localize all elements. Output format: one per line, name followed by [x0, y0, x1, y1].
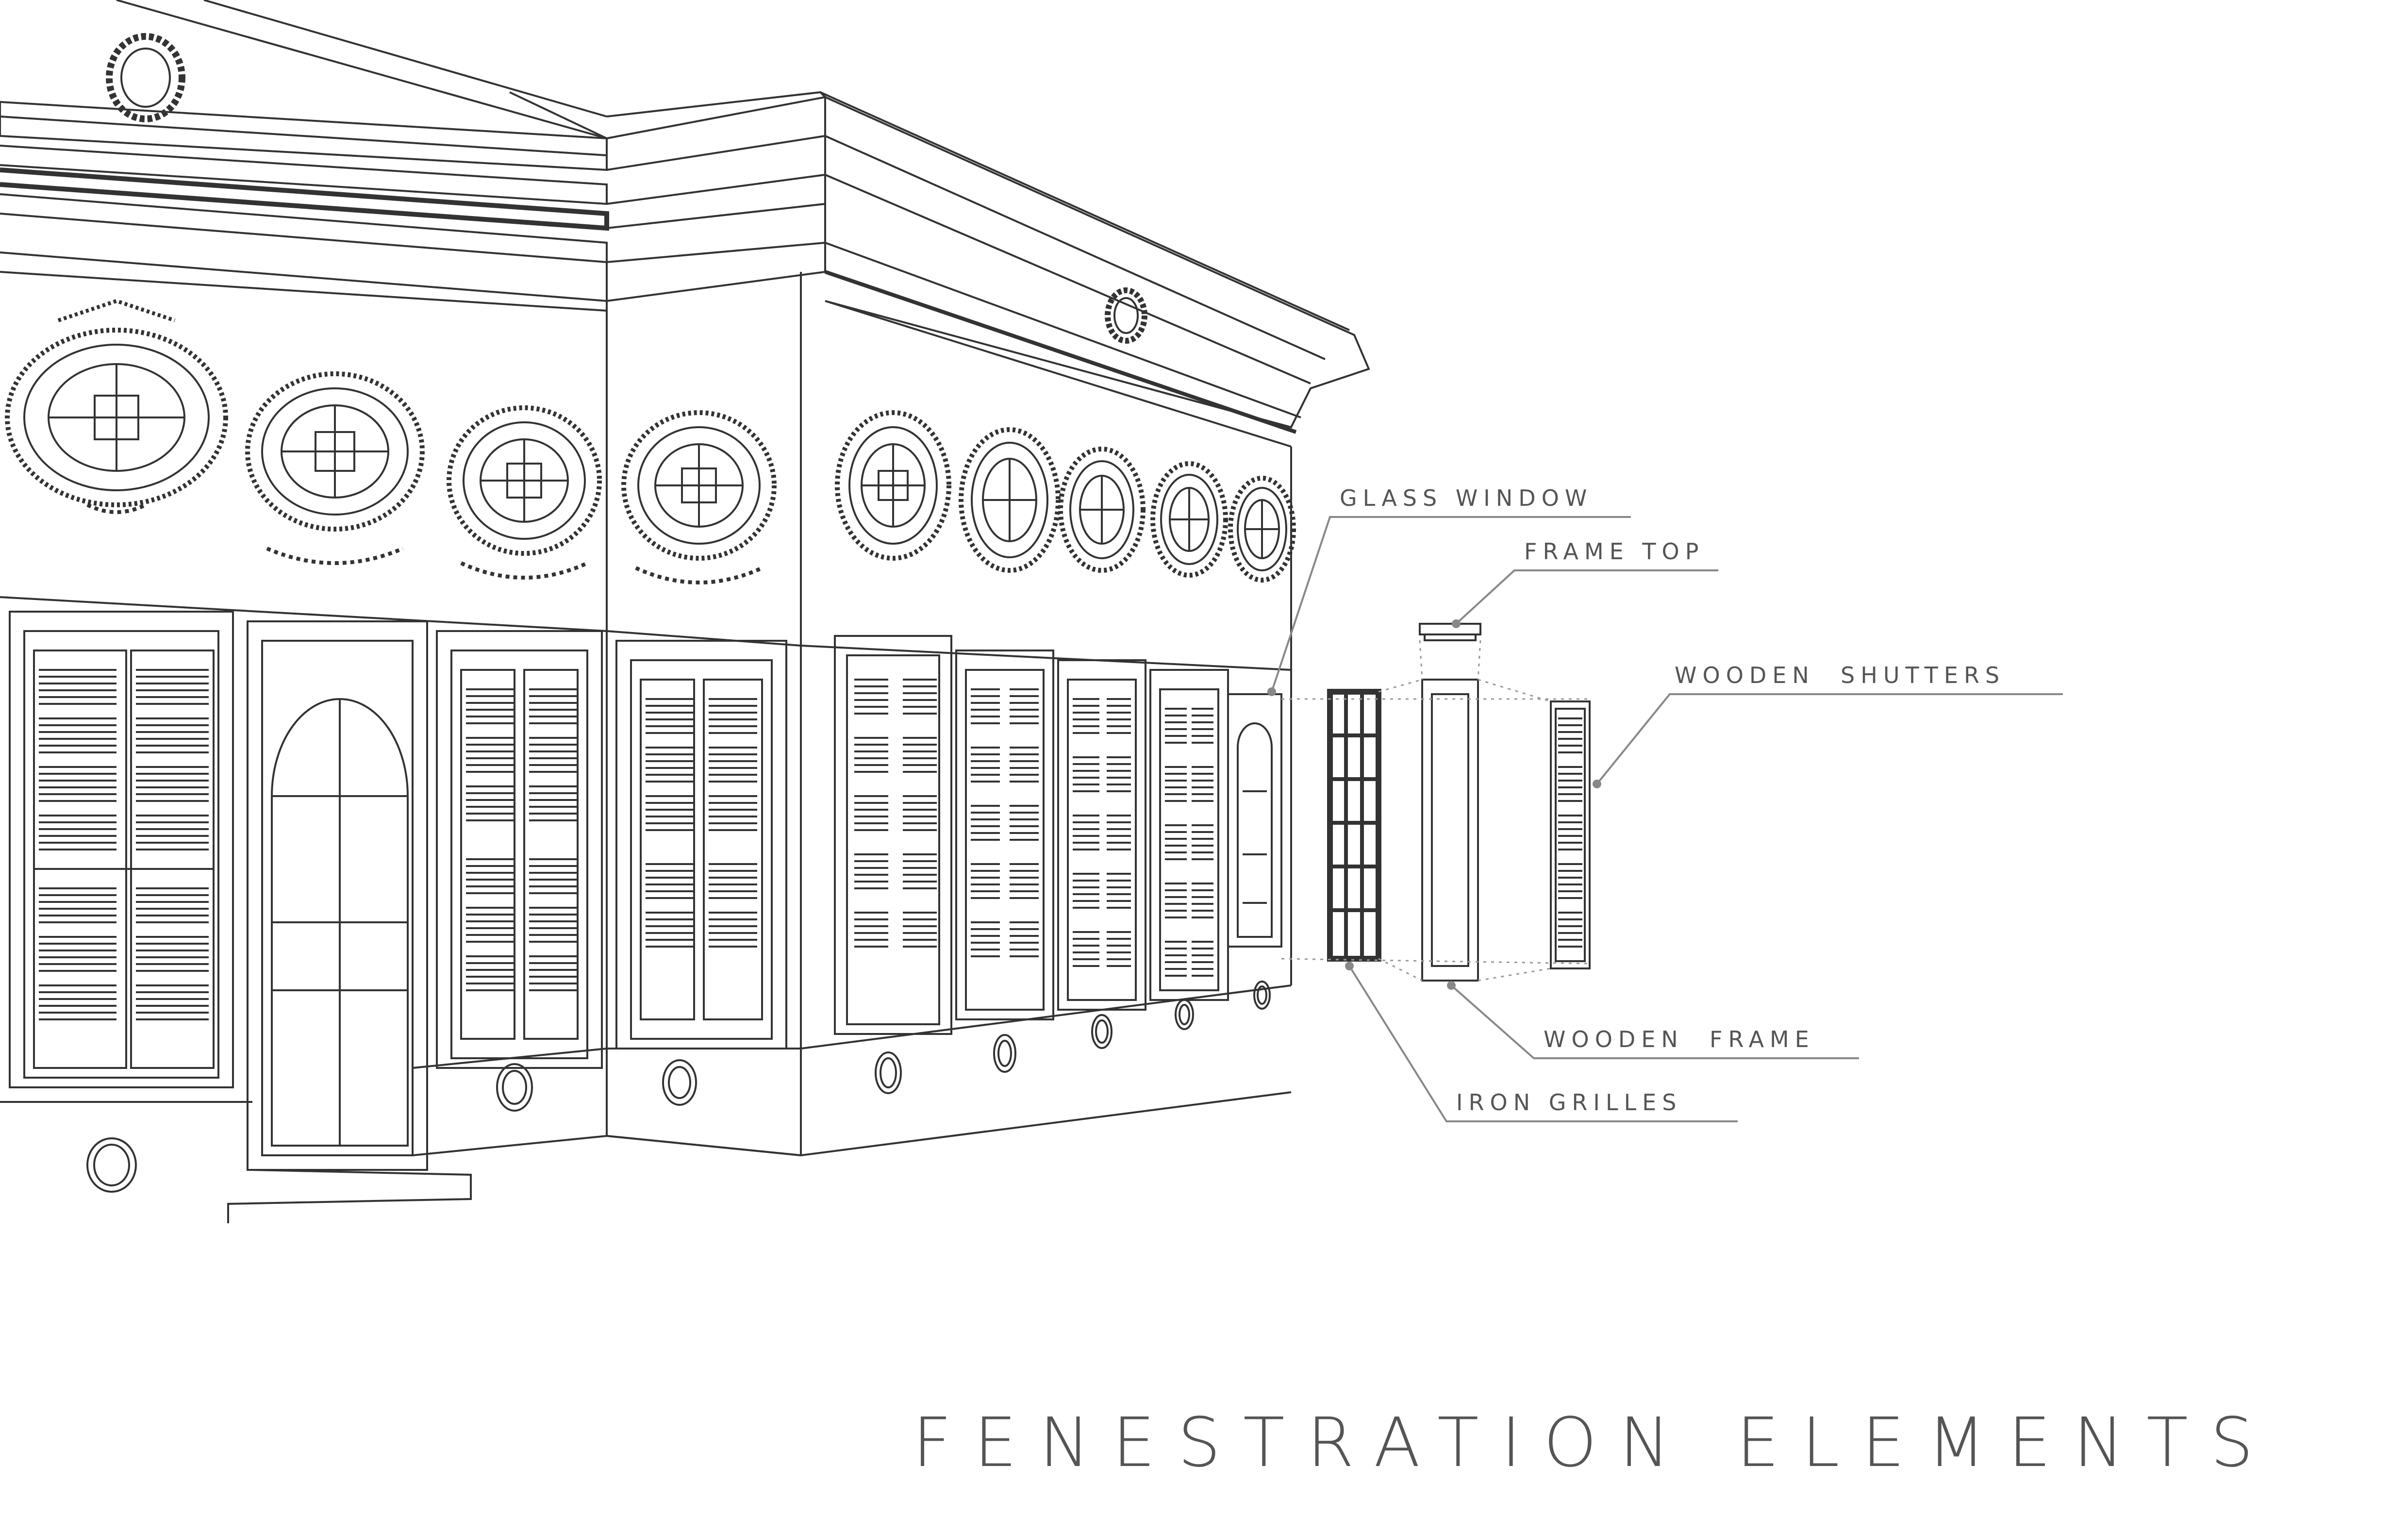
- wooden-shutters-element: [1550, 700, 1591, 969]
- exploded-elements: [1281, 623, 1591, 982]
- shuttered-windows-right: [834, 635, 1229, 1035]
- label-iron-grilles: IRON GRILLES: [1456, 1089, 1682, 1116]
- cornice-left: [0, 0, 609, 312]
- oval-windows: [5, 33, 1296, 584]
- basement-oculi: [86, 981, 1271, 1193]
- wreath-ornament-right: [1105, 287, 1147, 344]
- oval-window-2: [245, 371, 425, 565]
- label-wooden-frame: WOODEN FRAME: [1544, 1026, 1815, 1052]
- wreath-ornament-left: [106, 33, 185, 122]
- drawing-title: FENESTRATION ELEMENTS: [913, 1403, 2276, 1483]
- shutter-window-2: [436, 630, 603, 1069]
- stringcourse-right: [800, 645, 1292, 671]
- oval-window-6: [959, 427, 1061, 573]
- frame-top-element: [1419, 623, 1481, 641]
- oval-window-4: [621, 410, 777, 584]
- wooden-frame-element: [1421, 679, 1479, 982]
- glass-window-element: [1227, 693, 1282, 948]
- leader-lines: [1271, 516, 2063, 1122]
- oval-window-5: [835, 410, 951, 561]
- leader-dots: [1267, 619, 1601, 990]
- label-glass-window: GLASS WINDOW: [1340, 485, 1593, 511]
- oval-window-3: [447, 405, 602, 580]
- oval-window-7: [1058, 447, 1146, 573]
- oval-window-1: [5, 299, 228, 514]
- label-wooden-shutters: WOODEN SHUTTERS: [1675, 662, 2005, 688]
- shutter-window-1: [9, 611, 234, 1088]
- oval-window-9: [1228, 476, 1296, 583]
- arched-door: [227, 620, 472, 1223]
- iron-grilles-element: [1327, 689, 1381, 962]
- cornice-corner: [509, 91, 826, 302]
- shutter-window-3: [615, 640, 787, 1050]
- label-frame-top: FRAME TOP: [1524, 538, 1704, 565]
- building-facade: [0, 0, 1370, 1223]
- projection-lines: [1281, 640, 1590, 982]
- cornice-right: [820, 91, 1370, 448]
- oval-window-8: [1150, 461, 1228, 578]
- shuttered-windows-left: [9, 611, 787, 1223]
